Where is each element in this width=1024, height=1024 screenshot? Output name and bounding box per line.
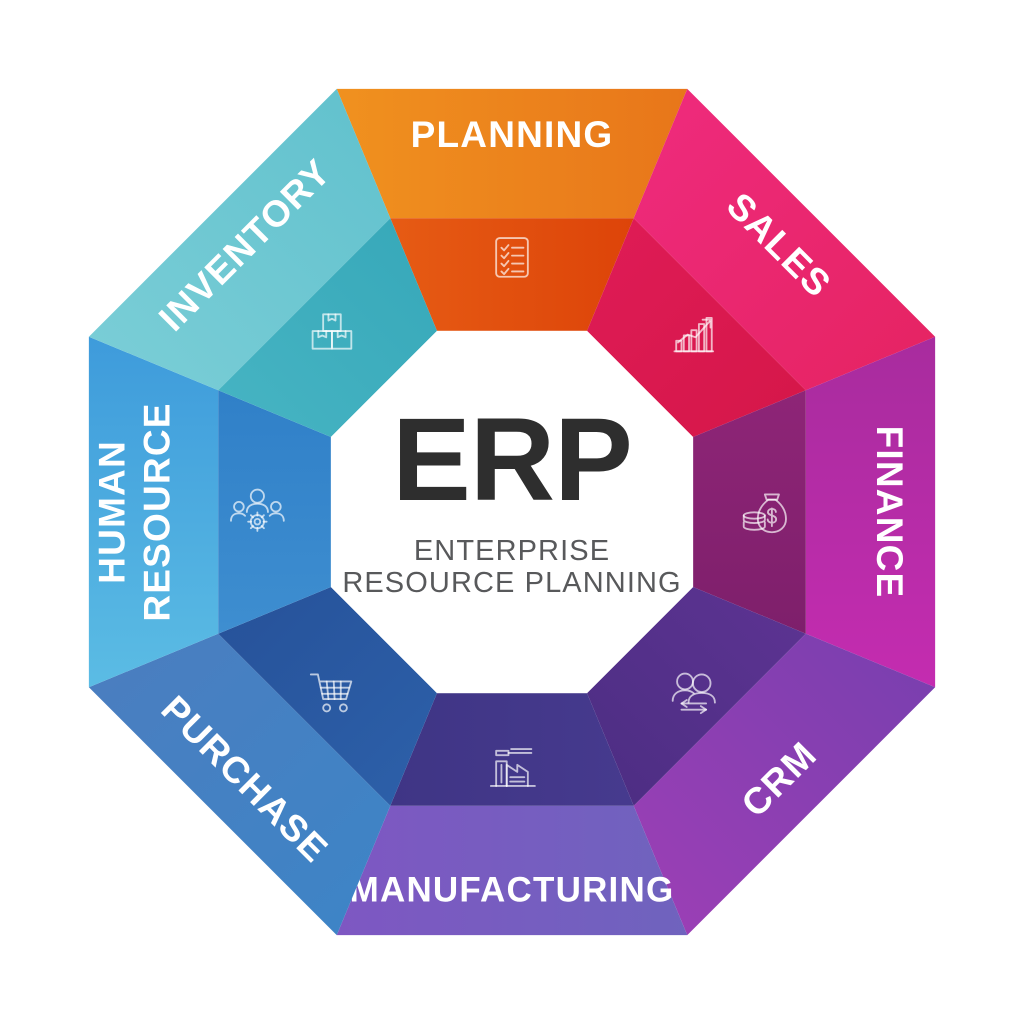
- shopping-cart-icon: [309, 673, 353, 713]
- segment-manufacturing-label: MANUFACTURING: [350, 871, 675, 910]
- segment-finance-label-band[interactable]: [805, 336, 936, 688]
- segment-finance-label: FINANCE: [869, 426, 910, 599]
- segment-human-resource-label-band[interactable]: [88, 336, 219, 688]
- segment-manufacturing[interactable]: MANUFACTURING: [336, 693, 688, 936]
- segment-inventory-icon-band[interactable]: [218, 218, 437, 437]
- customer-exchange-icon: [671, 672, 716, 715]
- subtitle-line-2: RESOURCE PLANNING: [342, 567, 681, 599]
- segment-inventory-label-band[interactable]: [88, 88, 391, 391]
- checklist-icon: [495, 237, 529, 278]
- bar-chart-growth-icon: [673, 316, 715, 353]
- segment-crm-icon-band[interactable]: [587, 587, 806, 806]
- factory-icon: [489, 748, 536, 787]
- segment-planning-label: PLANNING: [411, 114, 614, 155]
- subtitle-line-1: ENTERPRISE: [414, 535, 610, 567]
- segment-manufacturing-label-group: MANUFACTURING: [350, 871, 675, 910]
- page-title: ERP: [392, 394, 632, 526]
- segment-planning-icon-band[interactable]: [390, 218, 634, 331]
- segments-layer: PLANNINGSALESFINANCECRMMANUFACTURINGPURC…: [88, 88, 936, 936]
- segment-human-resource-label: RESOURCE: [136, 402, 177, 621]
- segment-sales-label-band[interactable]: [633, 88, 936, 391]
- segment-purchase-label-band[interactable]: [88, 633, 391, 936]
- center-octagon: [330, 330, 694, 694]
- segment-planning[interactable]: PLANNING: [336, 88, 688, 331]
- segment-sales-icon-band[interactable]: [587, 218, 806, 437]
- segment-finance-label-group: FINANCE: [869, 426, 910, 599]
- segment-planning-label-band[interactable]: [336, 88, 688, 219]
- segment-manufacturing-label-band[interactable]: [336, 805, 688, 936]
- segment-human-resource-label: HUMAN: [91, 440, 132, 584]
- segment-crm-label-band[interactable]: [633, 633, 936, 936]
- money-bag-coins-icon: [742, 493, 787, 534]
- segment-finance[interactable]: FINANCE: [693, 336, 936, 688]
- team-gear-icon: [230, 488, 285, 532]
- center-hub: ERP ENTERPRISE RESOURCE PLANNING: [330, 330, 694, 694]
- segment-crm[interactable]: CRM: [587, 587, 936, 936]
- segment-planning-label-group: PLANNING: [411, 114, 614, 155]
- stacked-boxes-icon: [311, 313, 353, 350]
